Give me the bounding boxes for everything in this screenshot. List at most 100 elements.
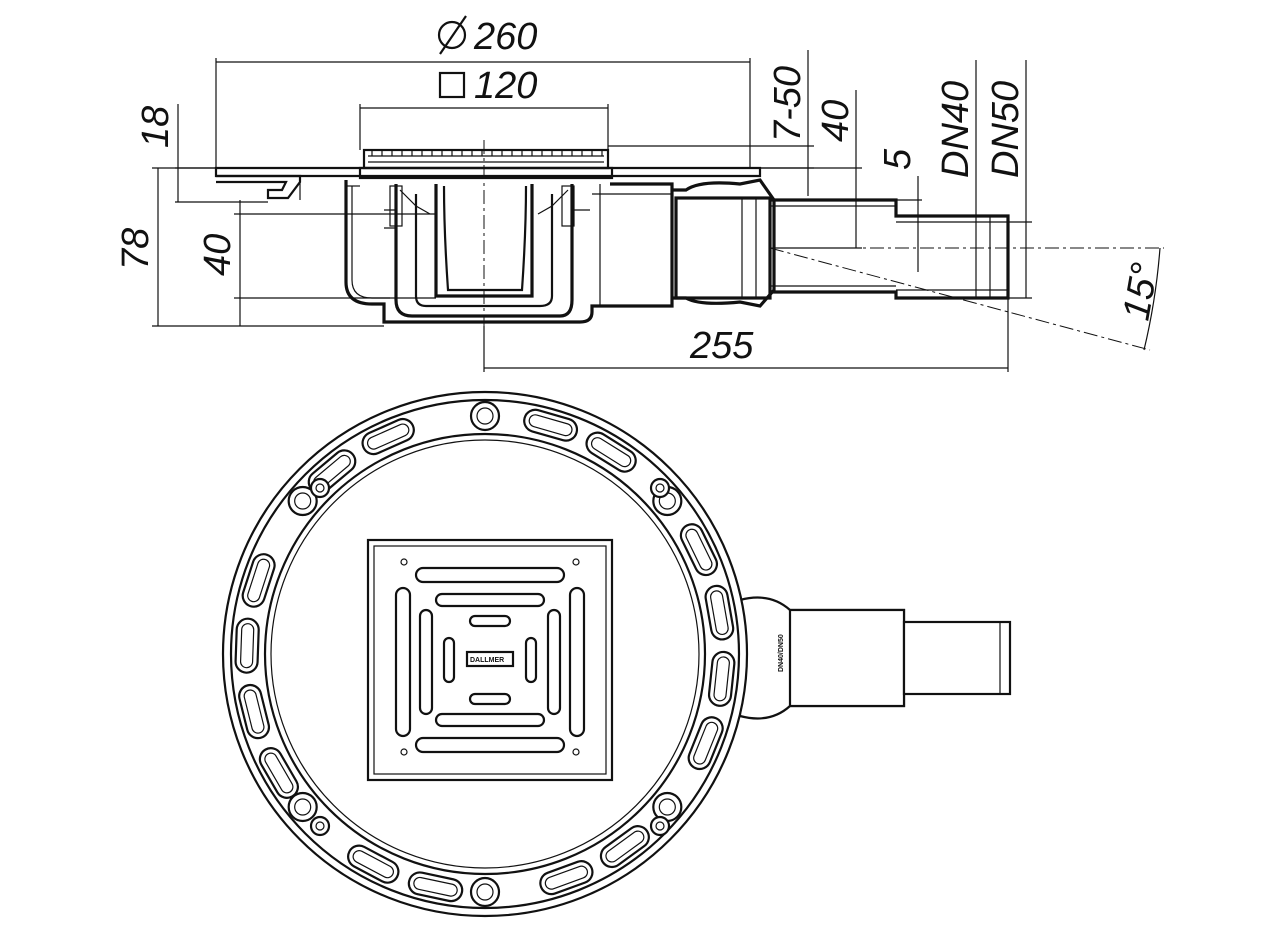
screw-hole [287,791,318,823]
slot-outer [687,716,724,771]
flange-plate [214,166,762,200]
slot-outer [407,871,464,903]
grate-bar [414,566,566,584]
diameter-symbol [437,15,467,55]
grate-size-label: 120 [474,65,537,107]
slot-outer [523,408,579,442]
flange-slot [585,431,637,473]
dn40-label: DN40 [935,81,977,178]
screw-hole-inner [658,798,676,816]
outlet-pipe [672,178,1010,308]
flange-slot [234,617,260,674]
grate-bar [418,608,434,716]
grate-bar [434,592,546,608]
dimension-outlet-offset: 40 [760,90,862,249]
grate-corner-dot [572,558,580,566]
grate-bar [434,712,546,728]
grate-bar [546,608,562,716]
grate-logo [465,650,515,668]
slot-outer [704,584,735,641]
outlet-offset-label: 40 [815,100,857,142]
slot-outer [361,417,415,456]
flange-height-label: 18 [135,106,177,148]
flange-inner-ring [263,432,707,876]
slot-inner [544,865,589,890]
slot-outer [539,860,594,896]
plan-outlet-pipe: DN40/DN50 [738,596,1012,720]
grate-bar [468,692,512,706]
slot-inner [605,830,645,863]
flange-inner-ring-2 [270,439,700,869]
small-hole [309,815,331,837]
slot-inner [685,528,713,571]
slot-inner [366,423,410,450]
grate-bar [394,586,412,738]
slot-inner [239,623,255,669]
slot-outer [707,650,736,707]
slot-outer [241,553,276,608]
slot-inner [247,558,271,603]
grate-bar [414,736,566,754]
slot-inner [693,721,719,765]
square-symbol [438,71,466,99]
small-hole [649,477,671,499]
grate-section [358,148,614,180]
slope-angle-label: 15° [1116,260,1167,324]
grate-bar [468,614,512,628]
flange-slot [361,417,415,456]
flange-slot [238,683,271,740]
screw-hole [287,485,318,517]
slot-inner [528,414,573,437]
flange-slot [407,871,464,903]
slot-outer [599,825,650,869]
dimension-total-height: 78 [115,167,384,327]
slot-outer [347,844,400,884]
slot-outer [234,617,260,674]
dimension-flange-diameter: 260 [215,15,751,168]
dimension-outlet-dn: DN40 DN50 [935,60,1032,299]
flange-slot [599,825,650,869]
grate-corner-dot [400,748,408,756]
slot-inner [264,752,294,794]
total-height-label: 78 [115,228,157,270]
screw-hole-inner [294,798,312,816]
adjustment-label: 7-50 [767,66,809,142]
flange-screws [287,400,683,908]
flange-slot [679,523,719,577]
trap-depth-label: 40 [197,234,239,276]
outlet-length-label: 255 [689,325,754,367]
grate-corner-dot [400,558,408,566]
dimension-trap-depth: 40 [197,200,436,326]
small-hole-inner [655,483,665,493]
slot-inner [713,656,730,702]
flange-slot [704,584,735,641]
small-hole-inner [315,821,325,831]
grate-corner-dot [572,748,580,756]
grate-bars [394,558,586,756]
slot-inner [413,876,458,897]
grate-bar [524,636,538,684]
slot-inner [590,437,632,468]
slot-inner [352,850,394,879]
plan-grate: DALLMER [366,538,614,782]
flange-slot [687,716,724,771]
flange-slot [347,844,400,884]
dimension-step: 5 [877,148,922,272]
section-view: 260 120 18 78 40 [115,15,1167,372]
flange-diameter-label: 260 [473,16,537,58]
grate-logo-text: DALLMER [470,657,504,664]
dimension-grate-size: 120 [359,65,609,150]
dimension-outlet-length: 255 [483,298,1009,372]
flange-slot [523,408,579,442]
screw-hole-inner [476,407,494,425]
dimension-slope-angle: 15° [1116,247,1167,351]
dimension-flange-height: 18 [135,104,268,203]
grate-bar [442,636,456,684]
small-hole [309,477,331,499]
flange-slots [234,408,736,903]
small-hole-inner [655,821,665,831]
small-hole [649,815,671,837]
outlet-marking: DN40/DN50 [778,634,785,672]
